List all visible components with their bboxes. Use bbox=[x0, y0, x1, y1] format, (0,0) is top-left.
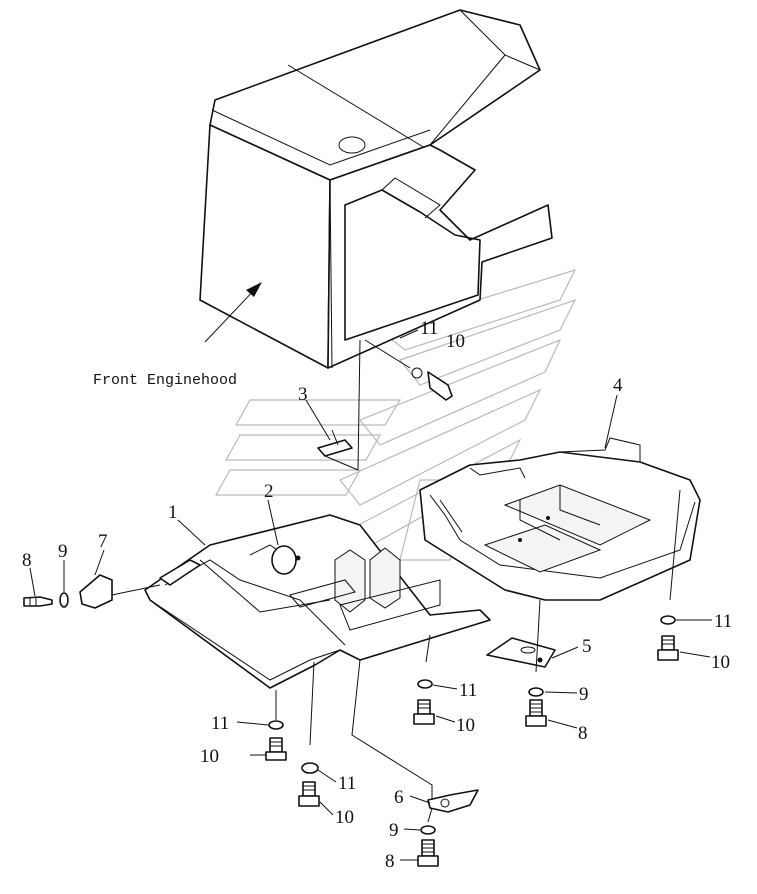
bolt-10-c bbox=[413, 699, 435, 725]
floor-plate-1 bbox=[144, 514, 491, 689]
hood-bolt bbox=[364, 339, 453, 401]
callout-10-lower: 10 bbox=[335, 807, 354, 828]
front-enginehood-caption: Front Enginehood bbox=[93, 372, 237, 389]
leader-lines bbox=[29, 329, 712, 861]
floor-plate-4 bbox=[419, 437, 701, 601]
bolt-10-a bbox=[265, 737, 287, 761]
bracket-3 bbox=[317, 339, 361, 471]
cap-7 bbox=[79, 574, 161, 609]
bracket-6 bbox=[351, 659, 479, 813]
front-engine-hood bbox=[199, 9, 553, 369]
bolt-8-left bbox=[23, 596, 53, 607]
washer-9-bottom bbox=[420, 807, 436, 835]
callout-9-bottom: 9 bbox=[389, 820, 399, 841]
callout-3: 3 bbox=[298, 384, 308, 405]
callout-10-right: 10 bbox=[711, 652, 730, 673]
callout-9-left: 9 bbox=[58, 541, 68, 562]
washer-11-d bbox=[660, 489, 681, 625]
hood-opening bbox=[338, 136, 366, 154]
callout-10-hood: 10 bbox=[446, 331, 465, 352]
callout-5: 5 bbox=[582, 636, 592, 657]
callout-6: 6 bbox=[394, 787, 404, 808]
callout-7: 7 bbox=[98, 531, 108, 552]
washer-9-left bbox=[59, 592, 69, 608]
watermark-logo bbox=[214, 269, 577, 561]
washer-11-c bbox=[417, 634, 433, 689]
callout-8-bottom: 8 bbox=[385, 851, 395, 872]
washer-11-a bbox=[268, 690, 284, 730]
bolt-10-b bbox=[298, 781, 320, 807]
bolt-8-bottom bbox=[417, 839, 439, 867]
callout-8-left: 8 bbox=[22, 550, 32, 571]
callout-11-lower: 11 bbox=[338, 773, 356, 794]
bolt-10-d bbox=[657, 635, 679, 661]
callout-11-center: 11 bbox=[459, 680, 477, 701]
callout-9-mid: 9 bbox=[579, 684, 589, 705]
callout-11-left: 11 bbox=[211, 713, 229, 734]
callout-10-center: 10 bbox=[456, 715, 475, 736]
cover-plate-5 bbox=[486, 637, 556, 668]
callout-11-right: 11 bbox=[714, 611, 732, 632]
callout-10-left: 10 bbox=[200, 746, 219, 767]
callout-8-mid: 8 bbox=[578, 723, 588, 744]
callout-labels: 11 10 3 4 2 1 7 9 8 11 10 5 9 8 11 10 11… bbox=[22, 318, 732, 872]
washer-9-right bbox=[528, 599, 544, 697]
callout-2: 2 bbox=[264, 481, 274, 502]
callout-4: 4 bbox=[613, 375, 623, 396]
washer-11-b bbox=[301, 661, 319, 774]
caption-arrow bbox=[204, 282, 262, 343]
callout-1: 1 bbox=[168, 502, 178, 523]
bolt-8-right bbox=[525, 699, 547, 727]
callout-11-hood: 11 bbox=[420, 318, 438, 339]
inspection-cap-2 bbox=[271, 545, 301, 575]
